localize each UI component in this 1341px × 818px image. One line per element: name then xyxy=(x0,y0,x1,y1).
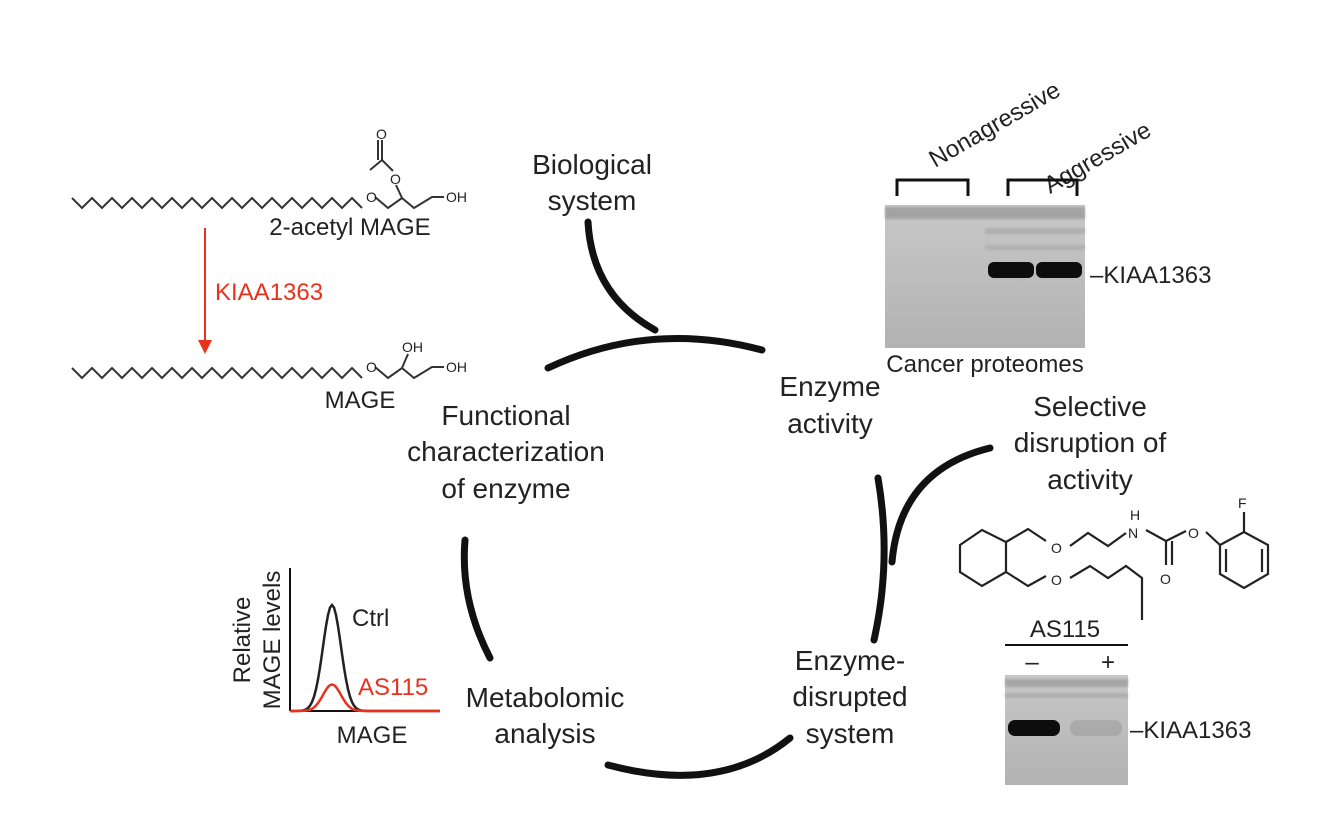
mage-plot: Ctrl AS115 MAGE Relative MAGE levels xyxy=(229,568,440,749)
atom-oh-3: OH xyxy=(446,359,467,375)
product-structure xyxy=(71,366,363,380)
label-metabolomic-1: Metabolomic xyxy=(466,682,625,713)
label-enzyme-disrupted-1: Enzyme- xyxy=(795,645,905,676)
atom-o-4: O xyxy=(366,359,377,375)
label-enzyme-disrupted-3: system xyxy=(806,718,895,749)
label-selective-disruption-2: disruption of xyxy=(1014,427,1167,458)
lane-label-minus: – xyxy=(1025,649,1039,676)
atom-o-inh-4: O xyxy=(1160,571,1171,587)
group-label-nonaggressive: Nonagressive xyxy=(925,76,1066,173)
gel-bottom-band-lane-1 xyxy=(1008,720,1060,736)
label-enzyme-activity-2: activity xyxy=(787,408,873,439)
gel-top-band-lane-4 xyxy=(1036,262,1082,278)
enzyme-label: KIAA1363 xyxy=(215,279,323,306)
atom-h-inh: H xyxy=(1130,507,1140,523)
lane-label-plus: + xyxy=(1101,649,1115,676)
substrate-label: 2-acetyl MAGE xyxy=(269,214,430,241)
arrow-biological-to-enzyme xyxy=(584,218,659,334)
atom-n-inh: N xyxy=(1128,525,1138,541)
gel-bottom-title: AS115 xyxy=(1030,616,1100,643)
label-functional-3: of enzyme xyxy=(441,473,570,504)
arrow-selective-disruption xyxy=(888,444,994,566)
label-metabolomic-2: analysis xyxy=(494,718,595,749)
label-biological-system-2: system xyxy=(548,185,637,216)
label-enzyme-disrupted-2: disrupted xyxy=(792,681,907,712)
reaction-arrow-head xyxy=(198,340,212,354)
plot-x-label: MAGE xyxy=(337,722,408,749)
atom-o-inh-3: O xyxy=(1188,525,1199,541)
series-label-as115: AS115 xyxy=(358,674,428,701)
gel-bottom-band-lane-2 xyxy=(1070,720,1122,736)
bracket-nonaggressive xyxy=(895,178,970,196)
bracket-aggressive xyxy=(1006,178,1079,196)
cycle-arrows xyxy=(460,218,994,779)
product-label: MAGE xyxy=(325,387,396,414)
gel-top-band-lane-3 xyxy=(988,262,1034,278)
inhibitor-structure xyxy=(958,512,1270,620)
label-functional-2: characterization xyxy=(407,436,605,467)
atom-o-2: O xyxy=(390,171,401,187)
atom-o-inh-1: O xyxy=(1051,540,1062,556)
group-label-aggressive: Aggressive xyxy=(1040,116,1156,199)
gel-top-band-label: –KIAA1363 xyxy=(1090,262,1211,289)
label-biological-system-1: Biological xyxy=(532,149,652,180)
reaction-scheme xyxy=(71,140,444,380)
label-selective-disruption-1: Selective xyxy=(1033,391,1147,422)
plot-y-label-2: MAGE levels xyxy=(259,571,286,710)
atom-oh-2: OH xyxy=(402,339,423,355)
atom-f-inh: F xyxy=(1238,495,1247,511)
arrow-enzyme-to-disrupted xyxy=(870,474,888,644)
atom-o-inh-2: O xyxy=(1051,572,1062,588)
atom-o-3: O xyxy=(376,126,387,142)
plot-curve-as115 xyxy=(290,683,440,713)
label-selective-disruption-3: activity xyxy=(1047,464,1133,495)
arrow-disrupted-to-metabolomic xyxy=(604,734,794,779)
plot-y-label-1: Relative xyxy=(229,597,256,684)
label-enzyme-activity-1: Enzyme xyxy=(779,371,880,402)
atom-oh-1: OH xyxy=(446,189,467,205)
gel-bottom xyxy=(1005,675,1128,785)
gel-top xyxy=(885,205,1085,348)
series-label-ctrl: Ctrl xyxy=(352,605,389,632)
gel-top-caption: Cancer proteomes xyxy=(886,351,1083,378)
arrow-metabolomic-to-functional xyxy=(460,536,494,662)
atom-o-1: O xyxy=(366,189,377,205)
label-functional-1: Functional xyxy=(441,400,570,431)
gel-bottom-band-label: –KIAA1363 xyxy=(1130,717,1251,744)
arrow-functional-to-enzyme xyxy=(544,334,766,372)
substrate-structure xyxy=(71,196,363,210)
